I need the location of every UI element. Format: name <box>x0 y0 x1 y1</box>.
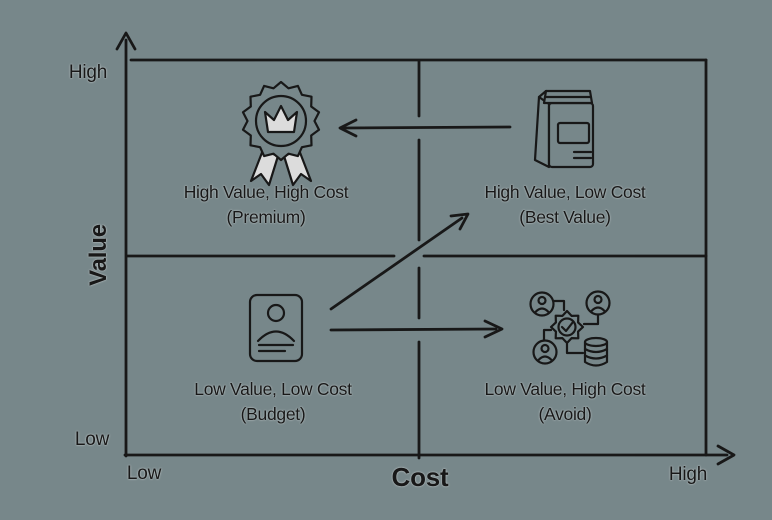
x-axis-label: Cost <box>391 462 449 492</box>
database-icon <box>583 336 609 367</box>
y-axis-low-tick: Low <box>74 429 110 450</box>
quadrant-caption-bottom-left: Low Value, Low Cost (Budget) <box>153 377 393 427</box>
arrow-budget-to-best-value <box>329 212 470 311</box>
quadrant-caption-bottom-right: Low Value, High Cost (Avoid) <box>445 377 685 427</box>
x-axis-low-tick: Low <box>126 463 162 484</box>
quadrant-subtitle: (Best Value) <box>519 207 611 227</box>
quadrant-subtitle: (Budget) <box>240 404 306 424</box>
id-card-icon <box>248 293 304 363</box>
x-axis-high-tick: High <box>668 464 708 485</box>
quadrant-title: High Value, High Cost <box>183 182 349 202</box>
arrow-best-value-to-premium <box>338 118 512 138</box>
award-ribbon-icon <box>241 80 321 187</box>
person-top-left-icon <box>529 291 555 317</box>
y-axis-line <box>115 31 137 458</box>
quadrant-title: Low Value, High Cost <box>484 379 646 399</box>
quadrant-title: Low Value, Low Cost <box>194 379 352 399</box>
x-axis-line <box>123 444 736 466</box>
quadrant-subtitle: (Premium) <box>226 207 306 227</box>
person-bottom-left-icon <box>532 339 558 365</box>
quadrant-title: High Value, Low Cost <box>484 182 646 202</box>
quadrant-subtitle: (Avoid) <box>538 404 592 424</box>
quadrant-caption-top-right: High Value, Low Cost (Best Value) <box>445 180 685 230</box>
quadrant-caption-top-left: High Value, High Cost (Premium) <box>146 180 386 230</box>
gear-check-icon <box>549 309 585 345</box>
product-bag-icon <box>533 89 595 169</box>
y-axis-high-tick: High <box>68 62 108 83</box>
arrow-budget-to-avoid <box>329 319 504 339</box>
y-axis-label: Value <box>85 224 112 286</box>
person-top-right-icon <box>585 290 611 316</box>
team-gear-database-icon <box>529 290 611 367</box>
